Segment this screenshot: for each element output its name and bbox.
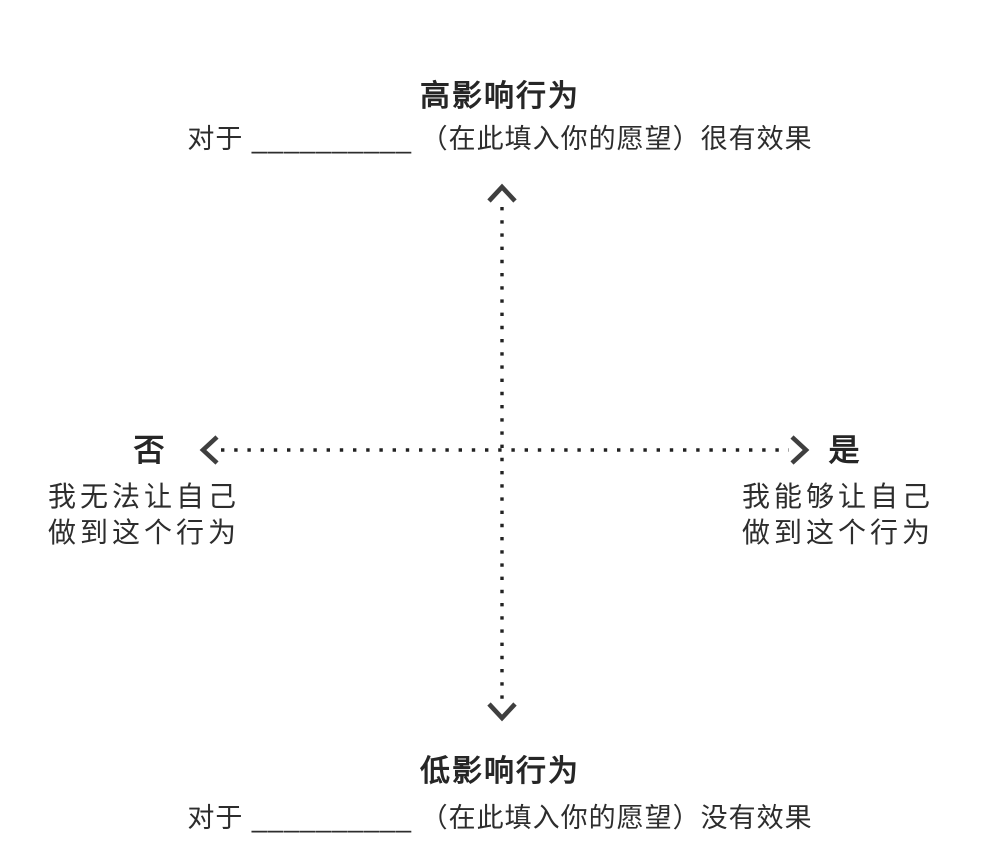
right-axis-description-line-2: 做到这个行为 xyxy=(741,517,934,548)
bottom-axis-subtitle: 对于 __________ （在此填入你的愿望）没有效果 xyxy=(187,803,813,833)
right-axis-description-line-1: 我能够让自己 xyxy=(741,481,934,512)
arrow-left-icon xyxy=(199,435,219,465)
right-axis-description: 我能够让自己 做到这个行为 xyxy=(742,479,934,551)
arrow-up-icon xyxy=(487,183,517,203)
right-axis-label: 是 xyxy=(828,433,860,468)
left-axis-description: 我无法让自己 做到这个行为 xyxy=(48,479,240,551)
bottom-axis-title: 低影响行为 xyxy=(420,755,580,788)
top-axis-title: 高影响行为 xyxy=(420,80,580,113)
arrow-down-icon xyxy=(487,702,517,722)
left-axis-description-line-2: 做到这个行为 xyxy=(48,517,241,548)
left-axis-description-line-1: 我无法让自己 xyxy=(48,481,241,512)
arrow-right-icon xyxy=(790,435,810,465)
left-axis-label: 否 xyxy=(133,433,165,468)
top-axis-subtitle: 对于 __________ （在此填入你的愿望）很有效果 xyxy=(187,124,813,154)
